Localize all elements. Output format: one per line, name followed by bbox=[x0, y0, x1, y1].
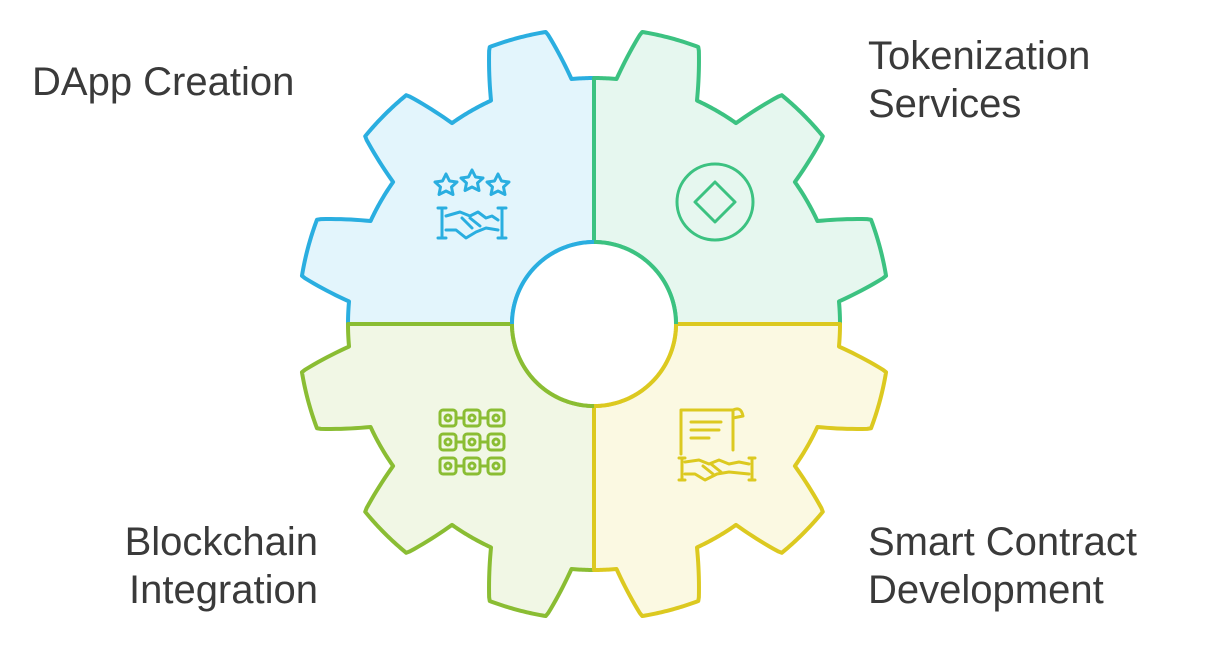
block-node bbox=[443, 461, 453, 471]
label-dapp-creation: DApp Creation bbox=[32, 60, 295, 104]
label-smart-contract-development: Smart Contract Development bbox=[868, 520, 1137, 612]
token-coin-icon bbox=[675, 162, 755, 242]
label-tokenization-services: Tokenization Services bbox=[868, 34, 1091, 126]
block-grid-icon bbox=[438, 408, 506, 476]
block-node bbox=[467, 461, 477, 471]
hub-arc-bottom-left bbox=[510, 323, 595, 408]
block-node bbox=[491, 461, 501, 471]
hub-arc-bottom-right bbox=[593, 323, 678, 408]
block-node bbox=[491, 413, 501, 423]
block-node bbox=[443, 437, 453, 447]
block-cell bbox=[486, 408, 506, 428]
hub-arc-top-left bbox=[510, 240, 595, 325]
block-node bbox=[467, 437, 477, 447]
block-node bbox=[467, 413, 477, 423]
stars-handshake-icon bbox=[433, 168, 511, 240]
gear-hub bbox=[512, 242, 676, 406]
contract-handshake-icon bbox=[677, 407, 757, 482]
hub-arc-top-right bbox=[593, 240, 678, 325]
block-cell bbox=[486, 456, 506, 476]
label-blockchain-integration: Blockchain Integration bbox=[124, 520, 318, 612]
block-cell bbox=[486, 432, 506, 452]
block-node bbox=[443, 413, 453, 423]
block-node bbox=[491, 437, 501, 447]
